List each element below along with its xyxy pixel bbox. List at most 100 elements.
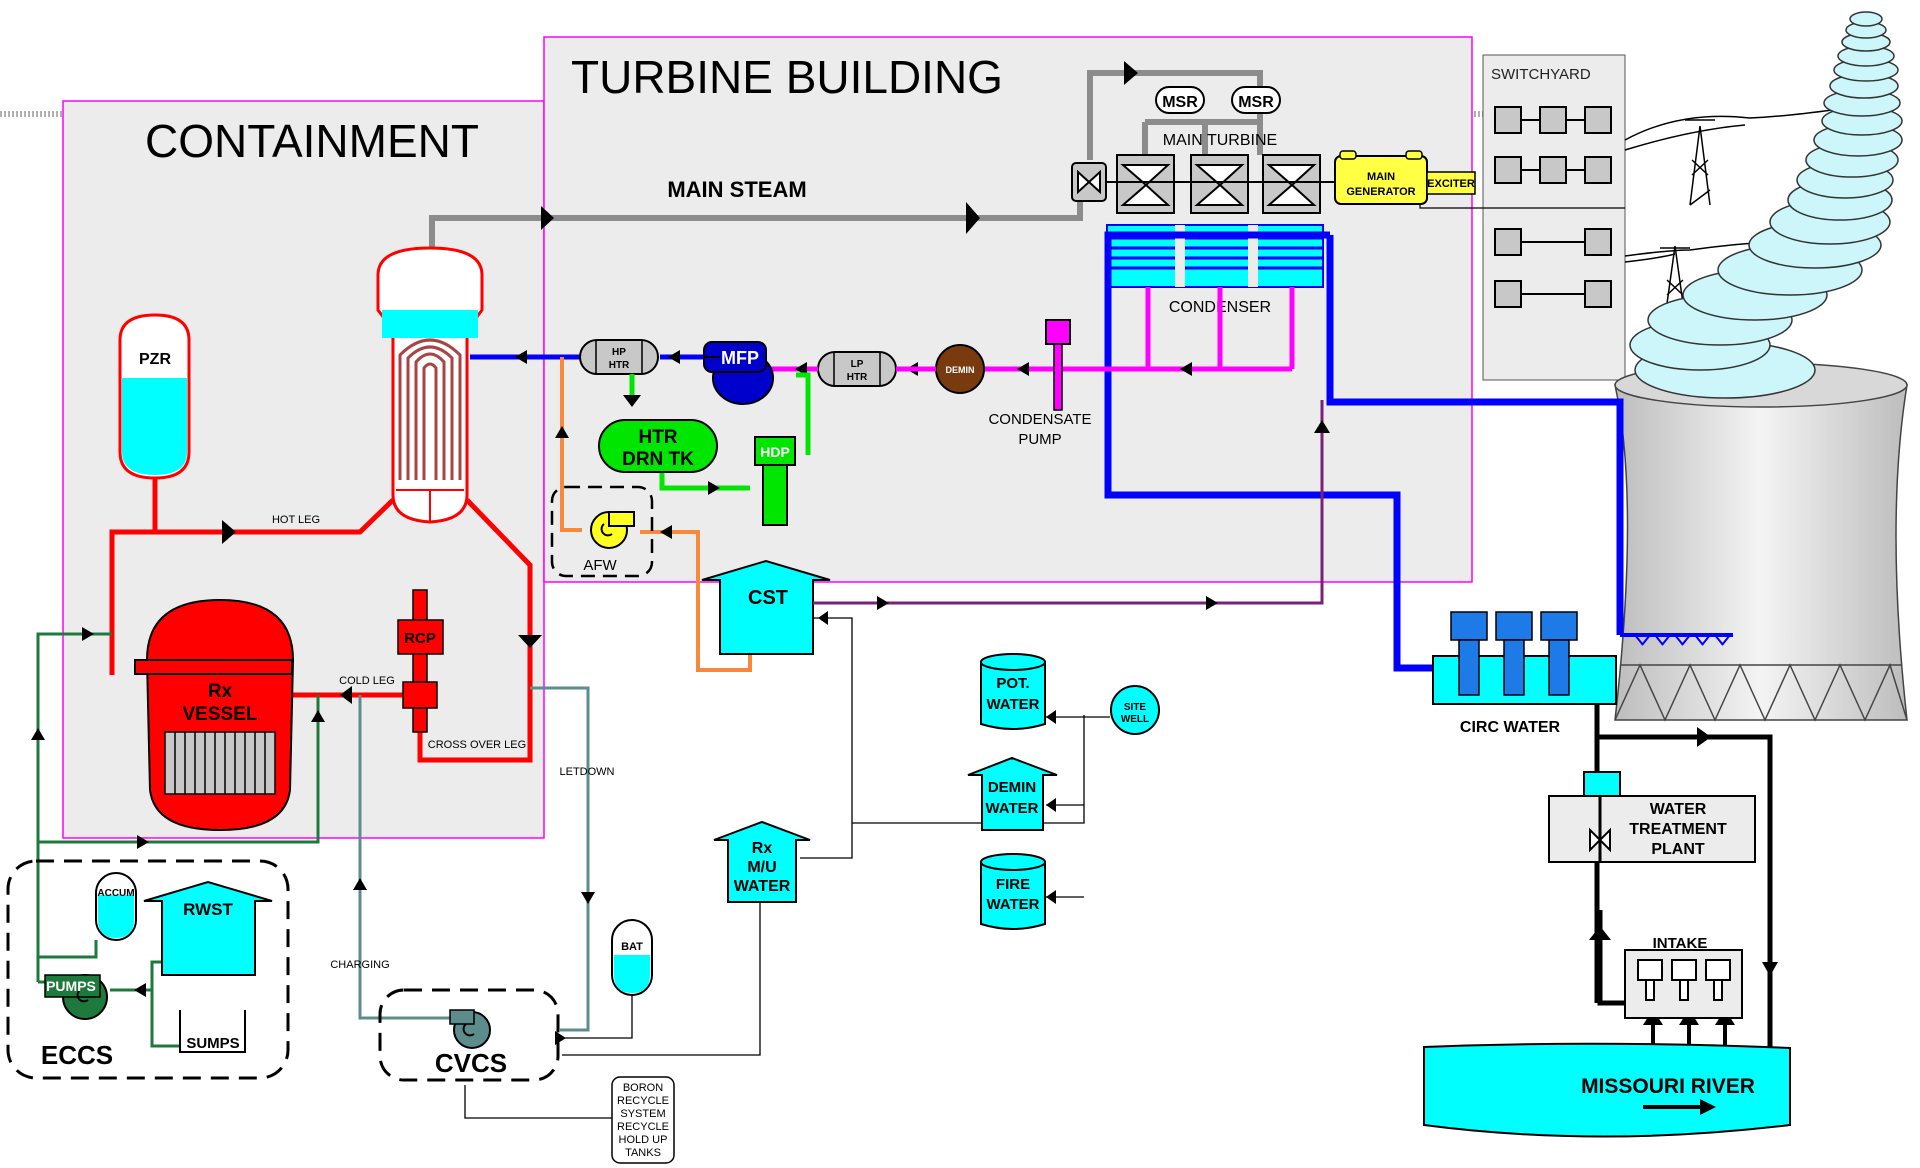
pot-water-tank: POT. WATER [980, 653, 1046, 730]
lp-heater: LP HTR [817, 351, 897, 387]
cvcs-arrows [353, 878, 595, 904]
svg-text:PZR: PZR [139, 351, 171, 368]
boron-recycle-tanks: BORON RECYCLE SYSTEM RECYCLE HOLD UP TAN… [611, 1076, 675, 1164]
turbine-lp-2 [1262, 154, 1321, 214]
svg-text:DRN TK: DRN TK [622, 449, 694, 470]
cvcs-label: CVCS [435, 1048, 507, 1078]
cst-tank: CST [701, 559, 831, 655]
svg-text:PLANT: PLANT [1651, 841, 1705, 858]
accumulator: ACCUM [95, 872, 137, 941]
svg-text:HTR: HTR [609, 360, 630, 371]
reactor-coolant-pump: RCP [397, 589, 444, 733]
svg-text:DEMIN: DEMIN [946, 365, 975, 375]
heater-drain-arrows [623, 395, 720, 495]
letdown-label: LETDOWN [560, 766, 615, 778]
svg-text:SWITCHYARD: SWITCHYARD [1491, 66, 1591, 83]
containment-title: CONTAINMENT [145, 115, 479, 167]
eccs-label: ECCS [41, 1040, 113, 1070]
svg-text:WATER: WATER [985, 800, 1038, 817]
svg-text:POT.: POT. [996, 675, 1029, 692]
steam-generator [376, 246, 484, 524]
svg-text:Rx: Rx [752, 840, 773, 857]
cvcs-boundary [378, 988, 560, 1082]
afw-line [560, 357, 752, 672]
cross-over-leg-label: CROSS OVER LEG [428, 739, 526, 751]
cold-leg-label: COLD LEG [339, 675, 395, 687]
svg-text:CIRC WATER: CIRC WATER [1460, 719, 1561, 736]
eccs-boundary [6, 859, 290, 1080]
afw-label: AFW [583, 557, 617, 574]
fire-water-tank: FIRE WATER [980, 853, 1046, 930]
main-steam-label: MAIN STEAM [667, 177, 806, 202]
svg-text:MSR: MSR [1238, 94, 1274, 111]
condensate-pump: CONDENSATE PUMP [988, 319, 1092, 448]
reactor-vessel: Rx VESSEL [134, 598, 295, 832]
svg-text:MFP: MFP [721, 348, 759, 368]
afw-boundary [550, 485, 654, 578]
charging-label: CHARGING [330, 959, 389, 971]
svg-text:RECYCLE: RECYCLE [617, 1095, 669, 1107]
svg-text:WELL: WELL [1121, 714, 1149, 725]
missouri-river: MISSOURI RIVER [1423, 1042, 1791, 1138]
cvcs-line [358, 686, 590, 1032]
svg-text:HTR: HTR [638, 427, 677, 448]
turbine-hp [1116, 154, 1175, 214]
exciter: EXCITER [1426, 171, 1476, 195]
svg-text:RECYCLE: RECYCLE [617, 1121, 669, 1133]
svg-text:HDP: HDP [760, 444, 790, 460]
eccs-pumps: PUMPS [44, 974, 108, 1020]
site-well: SITE WELL [1110, 685, 1160, 735]
rwst-tank: RWST [143, 880, 273, 976]
svg-text:BAT: BAT [621, 941, 643, 953]
makeup-line [813, 400, 1324, 605]
msr-2: MSR [1231, 86, 1281, 114]
svg-text:RCP: RCP [404, 630, 436, 647]
switchyard: SWITCHYARD [1482, 54, 1626, 381]
heater-drain-tank: HTR DRN TK [598, 419, 718, 473]
svg-text:VESSEL: VESSEL [183, 704, 258, 725]
svg-text:ACCUM: ACCUM [97, 888, 134, 899]
cvcs-pump [449, 1009, 491, 1049]
svg-text:DEMIN: DEMIN [988, 779, 1036, 796]
svg-text:EXCITER: EXCITER [1427, 178, 1475, 190]
svg-text:INTAKE: INTAKE [1653, 935, 1708, 952]
hot-leg-label: HOT LEG [272, 514, 320, 526]
svg-text:M/U: M/U [747, 859, 776, 876]
eccs-arrows [31, 627, 325, 997]
demin: DEMIN [935, 344, 985, 394]
makeup-thin-arrows [555, 611, 1056, 1045]
intake-structure: INTAKE [1624, 935, 1743, 1019]
svg-text:HP: HP [612, 347, 626, 358]
svg-text:MSR: MSR [1162, 94, 1198, 111]
svg-text:CST: CST [748, 587, 788, 609]
svg-text:SUMPS: SUMPS [186, 1035, 239, 1052]
turbine-lp-1 [1190, 154, 1249, 214]
turbine-building [543, 36, 1473, 583]
svg-text:SYSTEM: SYSTEM [620, 1108, 665, 1120]
main-feed-pump: MFP [703, 341, 774, 405]
svg-text:SITE: SITE [1124, 702, 1147, 713]
svg-text:TREATMENT: TREATMENT [1629, 821, 1727, 838]
sumps: SUMPS [179, 1010, 246, 1053]
heater-drain-pump: HDP [754, 436, 796, 526]
svg-text:PUMP: PUMP [1018, 431, 1061, 448]
svg-text:HOLD UP: HOLD UP [619, 1134, 668, 1146]
svg-text:TANKS: TANKS [625, 1147, 661, 1159]
generator-output-line [1419, 205, 1625, 209]
main-generator: MAIN GENERATOR [1334, 150, 1428, 205]
svg-text:HTR: HTR [847, 372, 868, 383]
turbine-stop-valve [1071, 162, 1107, 202]
water-treatment-plant: WATER TREATMENT PLANT [1548, 771, 1756, 863]
rx-makeup-water-tank: Rx M/U WATER [713, 820, 811, 903]
svg-text:PUMPS: PUMPS [46, 978, 96, 994]
afw-arrows [555, 426, 672, 539]
demin-water-tank: DEMIN WATER [967, 756, 1058, 831]
svg-text:RWST: RWST [183, 900, 233, 919]
svg-text:MAIN: MAIN [1367, 171, 1395, 183]
circ-water-line [1104, 231, 1624, 672]
svg-text:FIRE: FIRE [996, 876, 1030, 893]
svg-text:LP: LP [851, 359, 864, 370]
main-steam-arrows [541, 61, 1138, 234]
msr-1: MSR [1155, 86, 1205, 114]
